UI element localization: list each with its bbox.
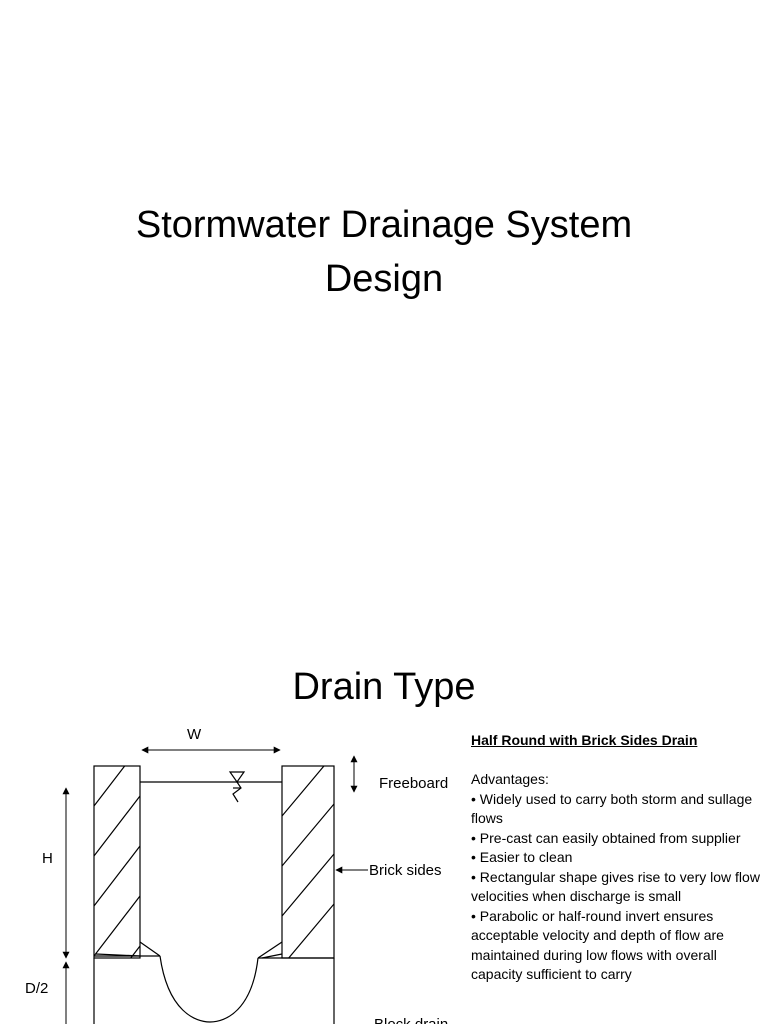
page-title: Stormwater Drainage System Design bbox=[60, 198, 708, 306]
width-label: W bbox=[187, 726, 202, 743]
title-line-1: Stormwater Drainage System bbox=[135, 204, 633, 246]
drain-description-heading: Half Round with Brick Sides Drain bbox=[471, 732, 698, 748]
brick-sides-label: Brick sides bbox=[369, 862, 442, 879]
advantages-list: Widely used to carry both storm and sull… bbox=[471, 790, 763, 985]
slide-drain-type: Drain Type bbox=[0, 576, 768, 1024]
left-brick-wall bbox=[93, 765, 141, 959]
title-line-2: Design bbox=[324, 258, 444, 300]
drain-cross-section-diagram bbox=[62, 746, 368, 1024]
list-item: Easier to clean bbox=[471, 848, 763, 868]
slide-title-page: Stormwater Drainage System Design bbox=[60, 198, 708, 306]
block-drain-label: Block drain bbox=[374, 1016, 448, 1024]
block-drain bbox=[93, 941, 335, 1024]
advantages-label: Advantages: bbox=[471, 771, 549, 787]
list-item: Pre-cast can easily obtained from suppli… bbox=[471, 829, 763, 849]
freeboard-label: Freeboard bbox=[379, 775, 449, 792]
height-label: H bbox=[42, 850, 53, 867]
drain-description: Half Round with Brick Sides Drain Advant… bbox=[471, 731, 763, 985]
water-level-symbol bbox=[228, 771, 246, 803]
list-item: Rectangular shape gives rise to very low… bbox=[471, 868, 763, 907]
right-brick-wall bbox=[281, 765, 335, 959]
list-item: Widely used to carry both storm and sull… bbox=[471, 790, 763, 829]
slide-heading: Drain Type bbox=[292, 666, 476, 708]
list-item: Parabolic or half-round invert ensures a… bbox=[471, 907, 763, 985]
half-diameter-label: D/2 bbox=[25, 980, 49, 997]
